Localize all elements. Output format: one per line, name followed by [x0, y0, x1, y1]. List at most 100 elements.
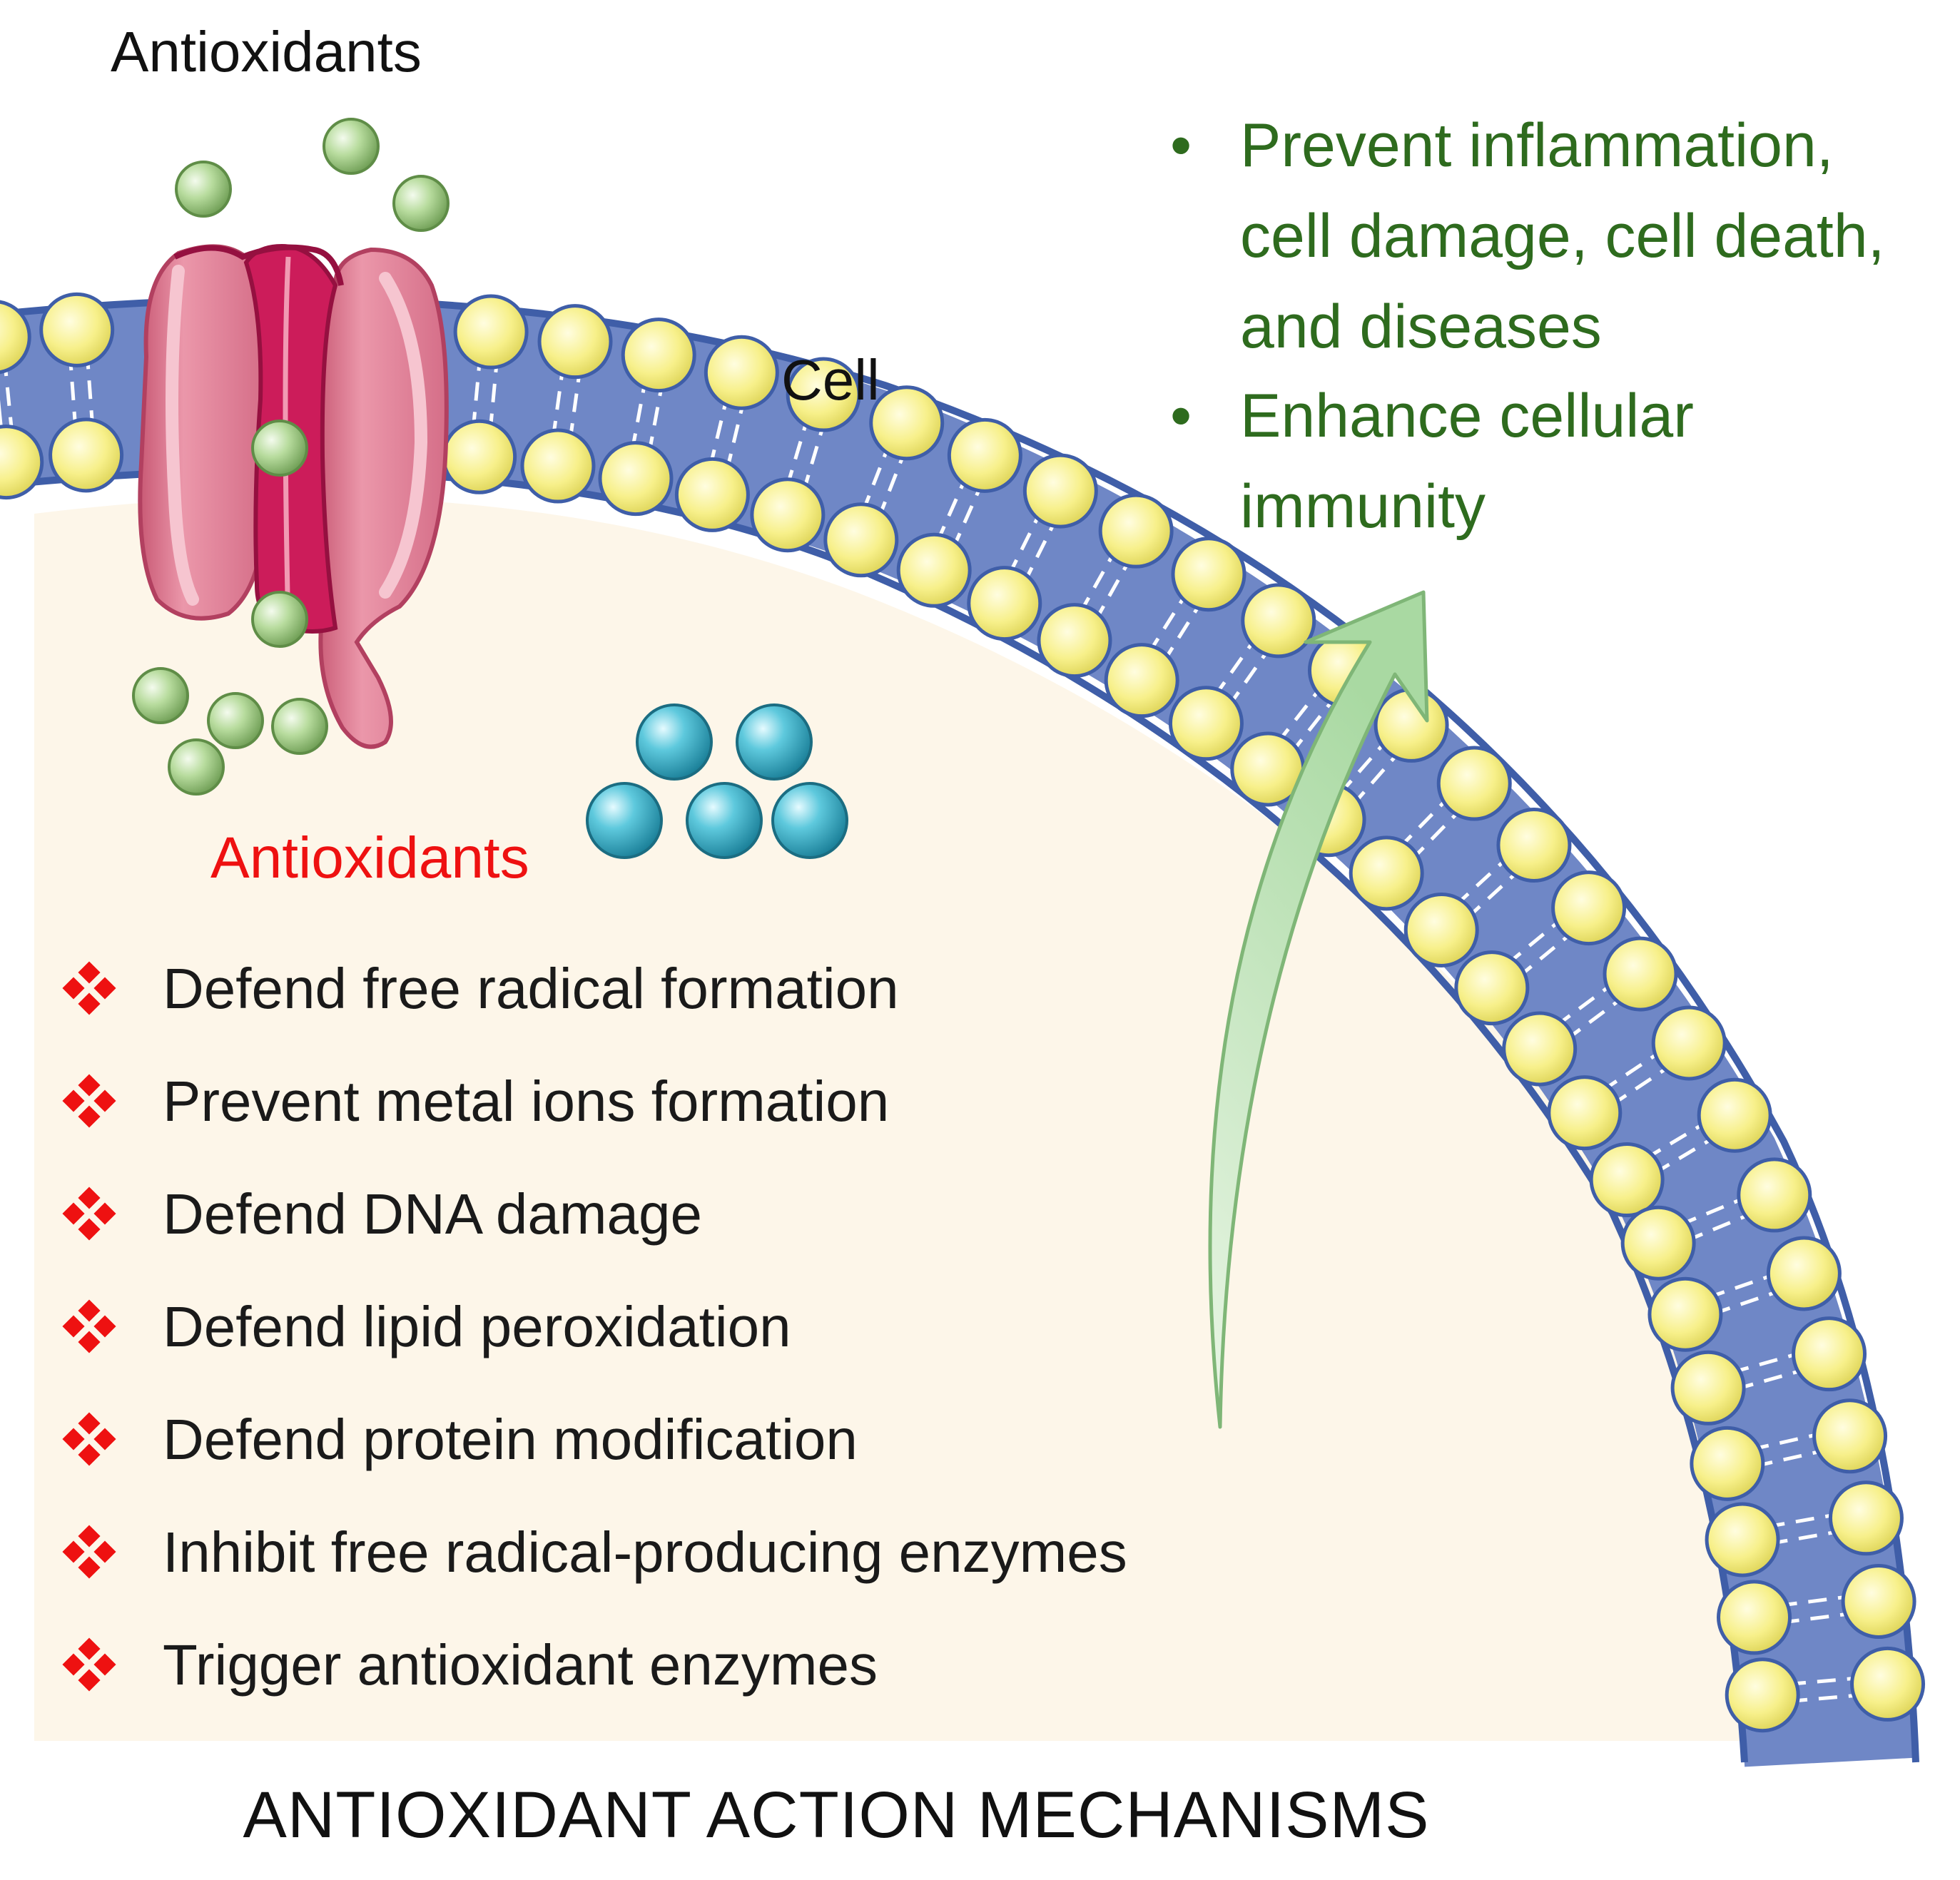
- lipid-head: [598, 441, 674, 517]
- lipid-head: [1690, 1426, 1765, 1501]
- mechanism-text: Prevent metal ions formation: [163, 1069, 889, 1133]
- cytoplasm-region: [34, 497, 1798, 1741]
- cyan-sphere-icon: [771, 782, 848, 859]
- lipid-head: [520, 428, 596, 504]
- lipid-head: [1792, 1316, 1867, 1392]
- green-sphere-icon: [251, 420, 308, 477]
- mechanisms-list: Defend free radical formation Prevent me…: [62, 957, 1127, 1697]
- outcome-bullet: •: [1170, 111, 1192, 180]
- lipid-head: [1717, 1580, 1792, 1655]
- green-sphere-icon: [168, 738, 225, 796]
- green-sphere-icon: [251, 591, 308, 648]
- lipid-head: [1104, 643, 1179, 718]
- outcome-1-line-3: and diseases: [1240, 293, 1602, 361]
- lipid-head: [1812, 1398, 1888, 1474]
- lipid-head: [1697, 1077, 1772, 1153]
- antioxidants-outside-label: Antioxidants: [111, 20, 422, 83]
- mechanism-text: Defend DNA damage: [163, 1182, 702, 1246]
- cell-label: Cell: [781, 348, 880, 412]
- lipid-head: [39, 292, 115, 367]
- cyan-sphere-icon: [736, 703, 813, 781]
- mechanism-item: Trigger antioxidant enzymes: [62, 1633, 878, 1697]
- mechanism-text: Defend protein modification: [163, 1408, 858, 1471]
- mechanism-item: Inhibit free radical-producing enzymes: [62, 1520, 1127, 1584]
- lipid-head: [1589, 1142, 1665, 1218]
- lipid-head: [823, 502, 899, 578]
- outcome-2-line-1: Enhance cellular: [1240, 382, 1694, 450]
- lipid-head: [1496, 808, 1572, 883]
- lipid-head: [1620, 1205, 1696, 1281]
- lipid-head: [1502, 1011, 1578, 1087]
- lipid-head: [0, 300, 31, 375]
- lipid-head: [1436, 746, 1512, 821]
- lipid-head: [896, 532, 972, 608]
- green-sphere-icon: [175, 161, 232, 218]
- green-sphere-icon: [132, 667, 189, 724]
- lipid-head: [1454, 950, 1530, 1026]
- lipid-head: [947, 417, 1022, 493]
- antioxidant-molecules: [132, 118, 450, 796]
- lipid-head: [1647, 1276, 1723, 1352]
- lipid-heads: [0, 292, 1926, 1733]
- outcomes-list: • Prevent inflammation, cell damage, cel…: [1170, 111, 1885, 541]
- lipid-head: [786, 357, 861, 432]
- cyan-sphere-icon: [686, 782, 763, 859]
- lipid-head: [1022, 453, 1098, 529]
- cyan-sphere-icon: [636, 703, 713, 781]
- mechanism-item: Prevent metal ions formation: [62, 1069, 889, 1133]
- mechanism-item: Defend DNA damage: [62, 1182, 702, 1246]
- mechanism-text: Defend free radical formation: [163, 957, 899, 1020]
- lipid-head: [1705, 1502, 1780, 1577]
- mechanism-text: Defend lipid peroxidation: [163, 1295, 791, 1358]
- figure-caption: ANTIOXIDANT ACTION MECHANISMS: [243, 1779, 1429, 1851]
- green-sphere-icon: [207, 692, 264, 749]
- outcome-1-line-1: Prevent inflammation,: [1240, 111, 1834, 180]
- mechanism-text: Trigger antioxidant enzymes: [163, 1633, 878, 1697]
- cyan-sphere-icon: [586, 782, 663, 859]
- lipid-head: [869, 385, 945, 461]
- lipid-head: [1403, 892, 1479, 967]
- lipid-head: [1168, 686, 1244, 761]
- outcome-2-line-2: immunity: [1240, 472, 1486, 541]
- lipid-head: [1828, 1480, 1904, 1556]
- lipid-head: [1737, 1157, 1812, 1233]
- lipid-head: [704, 335, 779, 410]
- lipid-head: [0, 425, 44, 500]
- lipid-head: [537, 304, 613, 380]
- lipid-head: [1841, 1564, 1916, 1640]
- antioxidants-inside-label: Antioxidants: [210, 825, 529, 890]
- lipid-head: [49, 417, 124, 493]
- lipid-head: [1241, 583, 1316, 659]
- mechanism-item: Defend free radical formation: [62, 957, 899, 1020]
- lipid-head: [1725, 1657, 1800, 1733]
- channel-protein-icon: [138, 243, 449, 749]
- outcome-bullet: •: [1170, 382, 1192, 450]
- lipid-head: [1766, 1236, 1842, 1311]
- upward-curved-arrow-icon: [1208, 590, 1429, 1429]
- lipid-head: [1547, 1075, 1623, 1151]
- lipid-head: [1850, 1646, 1926, 1722]
- membrane-band: [0, 299, 1916, 1767]
- lipid-head: [621, 317, 696, 393]
- lipid-head: [674, 457, 750, 532]
- intracellular-molecules: [586, 703, 848, 859]
- lipid-head: [442, 419, 517, 494]
- green-sphere-icon: [392, 175, 450, 232]
- lipid-head: [1603, 936, 1678, 1012]
- outcome-1-line-2: cell damage, cell death,: [1240, 202, 1885, 270]
- lipid-head: [1037, 603, 1112, 679]
- lipid-head: [1098, 493, 1174, 569]
- green-sphere-icon: [323, 118, 380, 175]
- lipid-head: [1171, 537, 1246, 612]
- lipid-head: [1651, 1005, 1727, 1081]
- mechanism-text: Inhibit free radical-producing enzymes: [163, 1520, 1127, 1584]
- lipid-head: [1349, 835, 1424, 911]
- mechanism-item: Defend protein modification: [62, 1408, 858, 1471]
- lipid-head: [967, 566, 1042, 641]
- green-sphere-icon: [271, 698, 328, 755]
- lipid-head: [750, 477, 826, 553]
- lipid-head: [1551, 870, 1627, 946]
- lipid-head: [1670, 1350, 1746, 1426]
- mechanism-item: Defend lipid peroxidation: [62, 1295, 791, 1358]
